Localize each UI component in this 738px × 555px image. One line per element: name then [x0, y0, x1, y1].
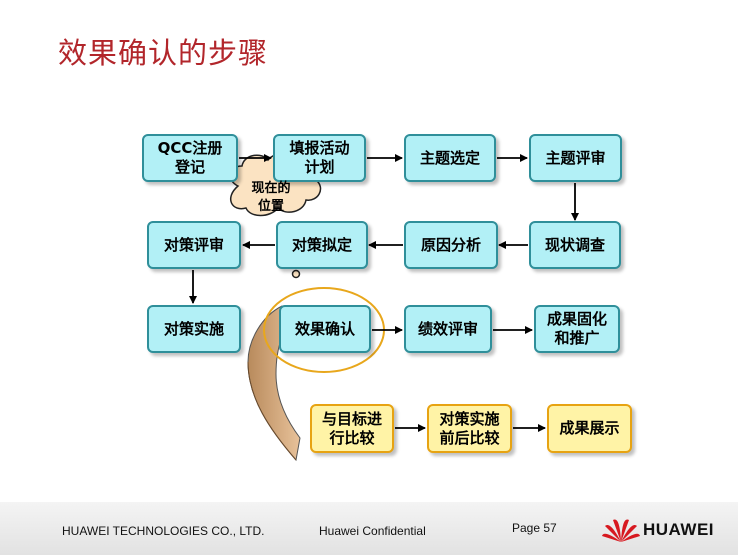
step-result-consolidate: 成果固化 和推广	[534, 305, 620, 353]
step-effect-confirm: 效果确认	[279, 305, 371, 353]
step-countermeasure-draft: 对策拟定	[276, 221, 368, 269]
footer-confidential: Huawei Confidential	[319, 524, 426, 538]
footer-page-number: Page 57	[512, 521, 557, 535]
footer-brand: HUAWEI	[643, 520, 714, 539]
substep-result-show: 成果展示	[547, 404, 632, 453]
substep-compare-target: 与目标进 行比较	[310, 404, 394, 453]
step-topic-selection: 主题选定	[404, 134, 496, 182]
substep-compare-before-after: 对策实施 前后比较	[427, 404, 512, 453]
step-current-survey: 现状调查	[529, 221, 621, 269]
step-countermeasure-review: 对策评审	[147, 221, 241, 269]
footer-company: HUAWEI TECHNOLOGIES CO., LTD.	[62, 524, 265, 538]
step-performance-review: 绩效评审	[404, 305, 492, 353]
page-title: 效果确认的步骤	[58, 36, 269, 70]
step-topic-review: 主题评审	[529, 134, 622, 182]
footer-bar	[0, 502, 738, 555]
step-countermeasure-implement: 对策实施	[147, 305, 241, 353]
step-cause-analysis: 原因分析	[404, 221, 498, 269]
step-qcc-register: QCC注册 登记	[142, 134, 238, 182]
current-position-callout: 现在的 位置	[251, 181, 291, 214]
step-fill-activity-plan: 填报活动 计划	[273, 134, 366, 182]
huawei-logo-icon	[602, 519, 640, 542]
